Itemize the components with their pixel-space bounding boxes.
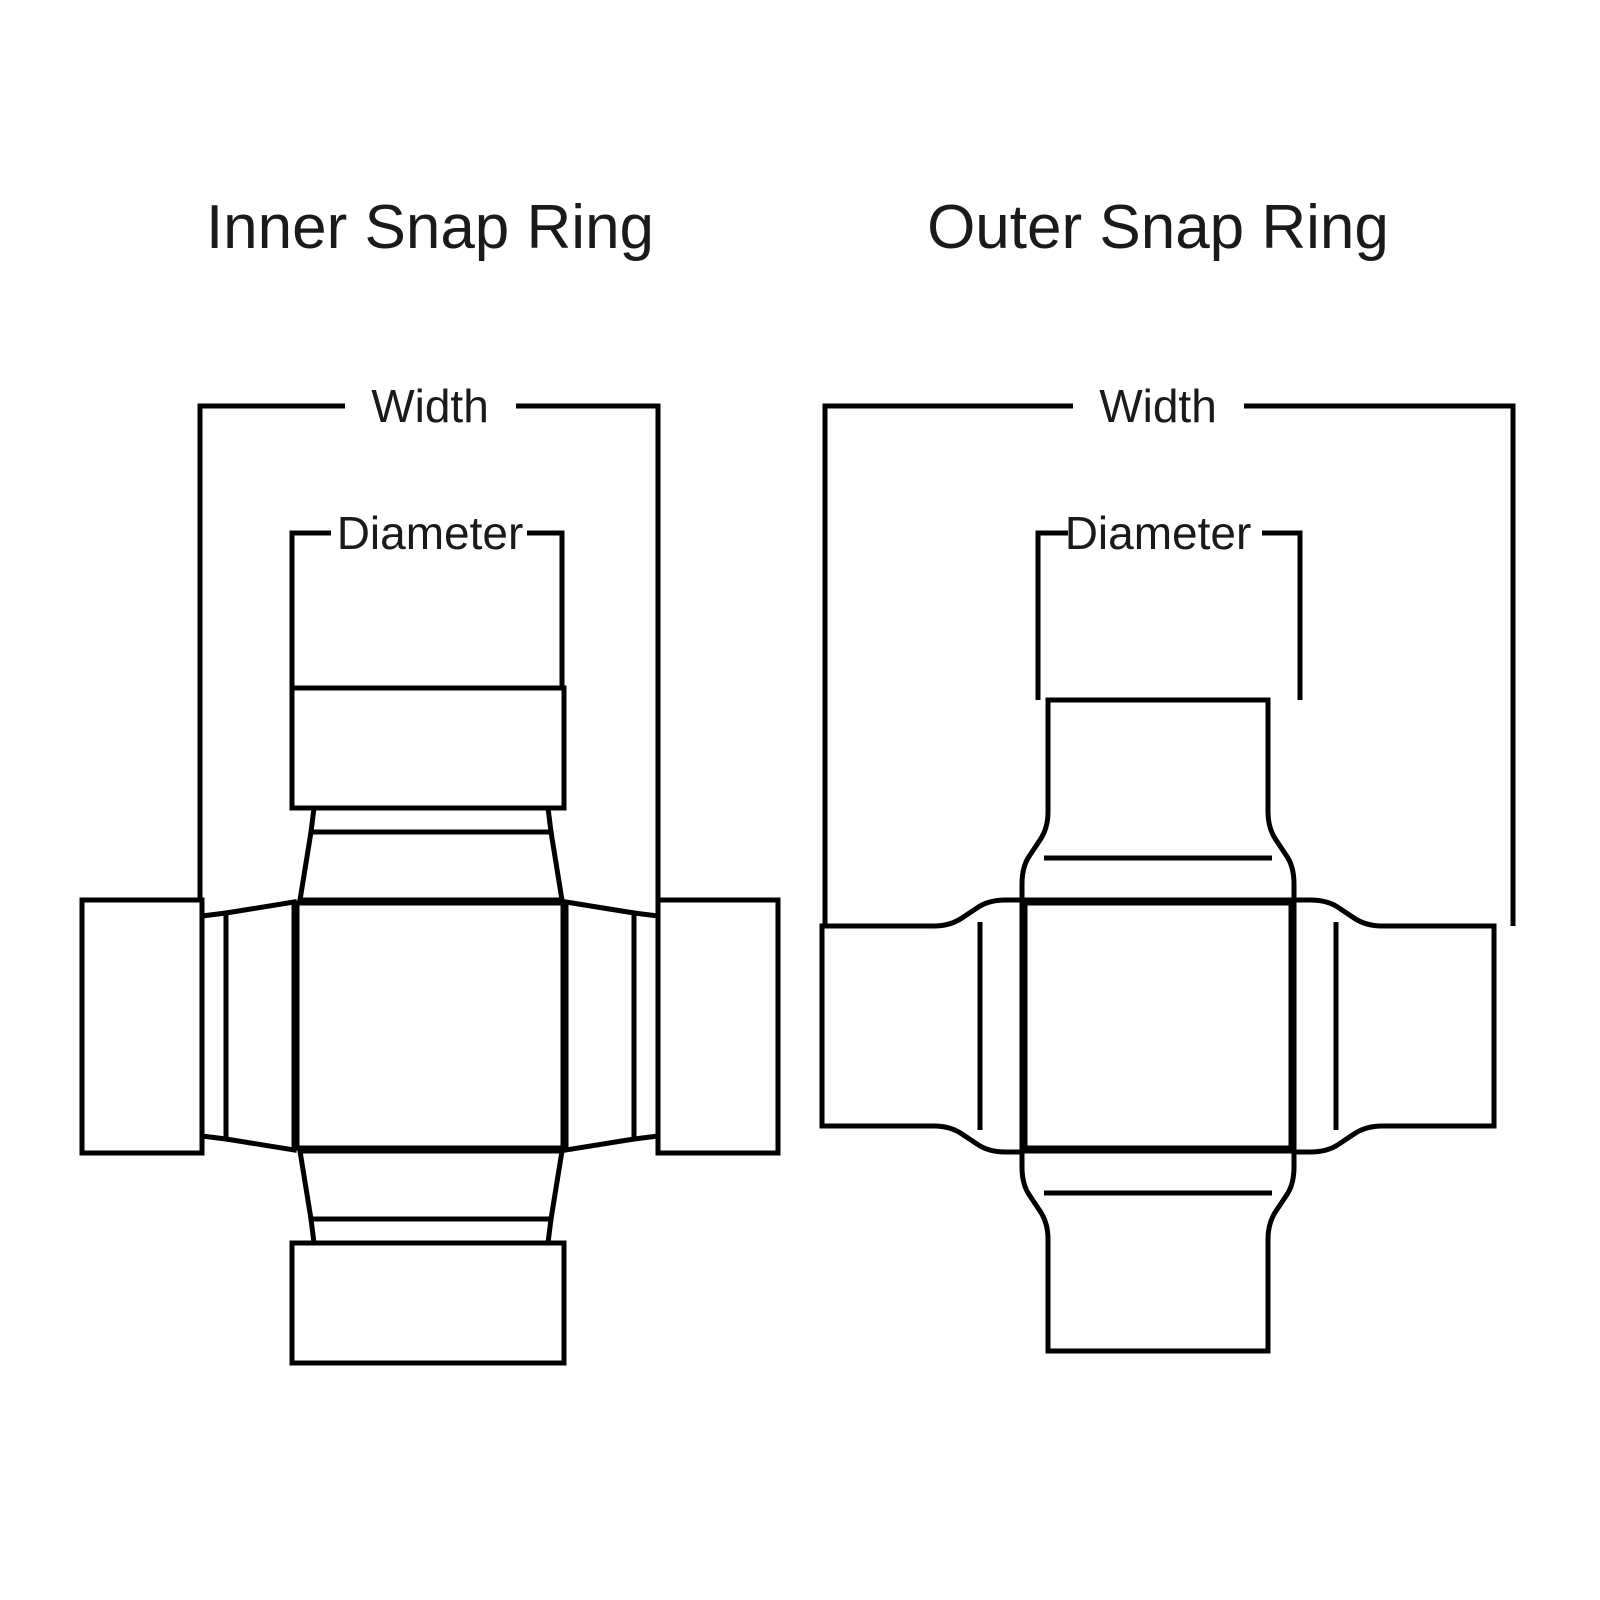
- outer-snap-ring-title: Outer Snap Ring: [927, 193, 1389, 262]
- outer-diameter-label: Diameter: [1065, 507, 1252, 559]
- inner-bottom-collar: [297, 1148, 565, 1222]
- inner-right-snap-ring-band: [631, 910, 661, 1142]
- outer-top-bearing-cap: [1019, 697, 1297, 903]
- outer-diameter-dimension-right: [1262, 530, 1303, 700]
- outer-diameter-dimension-left: [1035, 530, 1068, 700]
- inner-snap-ring-diagram: Width Diameter Inner Snap Ring: [79, 193, 781, 1366]
- inner-top-collar: [297, 829, 565, 903]
- inner-cross-body: [294, 900, 566, 1151]
- outer-snap-ring-diagram: Width Diameter Outer Snap Ring: [819, 193, 1516, 1354]
- inner-left-bearing-cap: [79, 897, 205, 1156]
- outer-cross-body: [1022, 900, 1294, 1151]
- inner-left-snap-ring-band: [199, 910, 229, 1142]
- outer-bottom-bearing-cap: [1019, 1148, 1297, 1354]
- inner-right-bearing-cap: [655, 897, 781, 1156]
- inner-bottom-bearing-cap: [289, 1240, 567, 1366]
- inner-diameter-dimension-right: [527, 530, 565, 688]
- inner-diameter-dimension-left: [289, 530, 331, 688]
- outer-right-bearing-cap: [1291, 897, 1497, 1155]
- outer-width-label: Width: [1099, 380, 1217, 432]
- inner-width-label: Width: [371, 380, 489, 432]
- inner-width-dimension-right: [516, 403, 661, 900]
- inner-top-bearing-cap: [289, 685, 567, 811]
- outer-width-dimension-left: [822, 403, 1073, 926]
- inner-diameter-label: Diameter: [337, 507, 524, 559]
- inner-top-snap-ring-band: [308, 805, 554, 835]
- inner-width-dimension-left: [197, 403, 345, 900]
- outer-width-dimension-right: [1244, 403, 1516, 926]
- inner-bottom-snap-ring-band: [308, 1216, 554, 1246]
- inner-left-collar: [223, 899, 297, 1153]
- outer-left-bearing-cap: [819, 897, 1025, 1155]
- inner-right-collar: [563, 899, 637, 1153]
- inner-snap-ring-title: Inner Snap Ring: [206, 193, 654, 262]
